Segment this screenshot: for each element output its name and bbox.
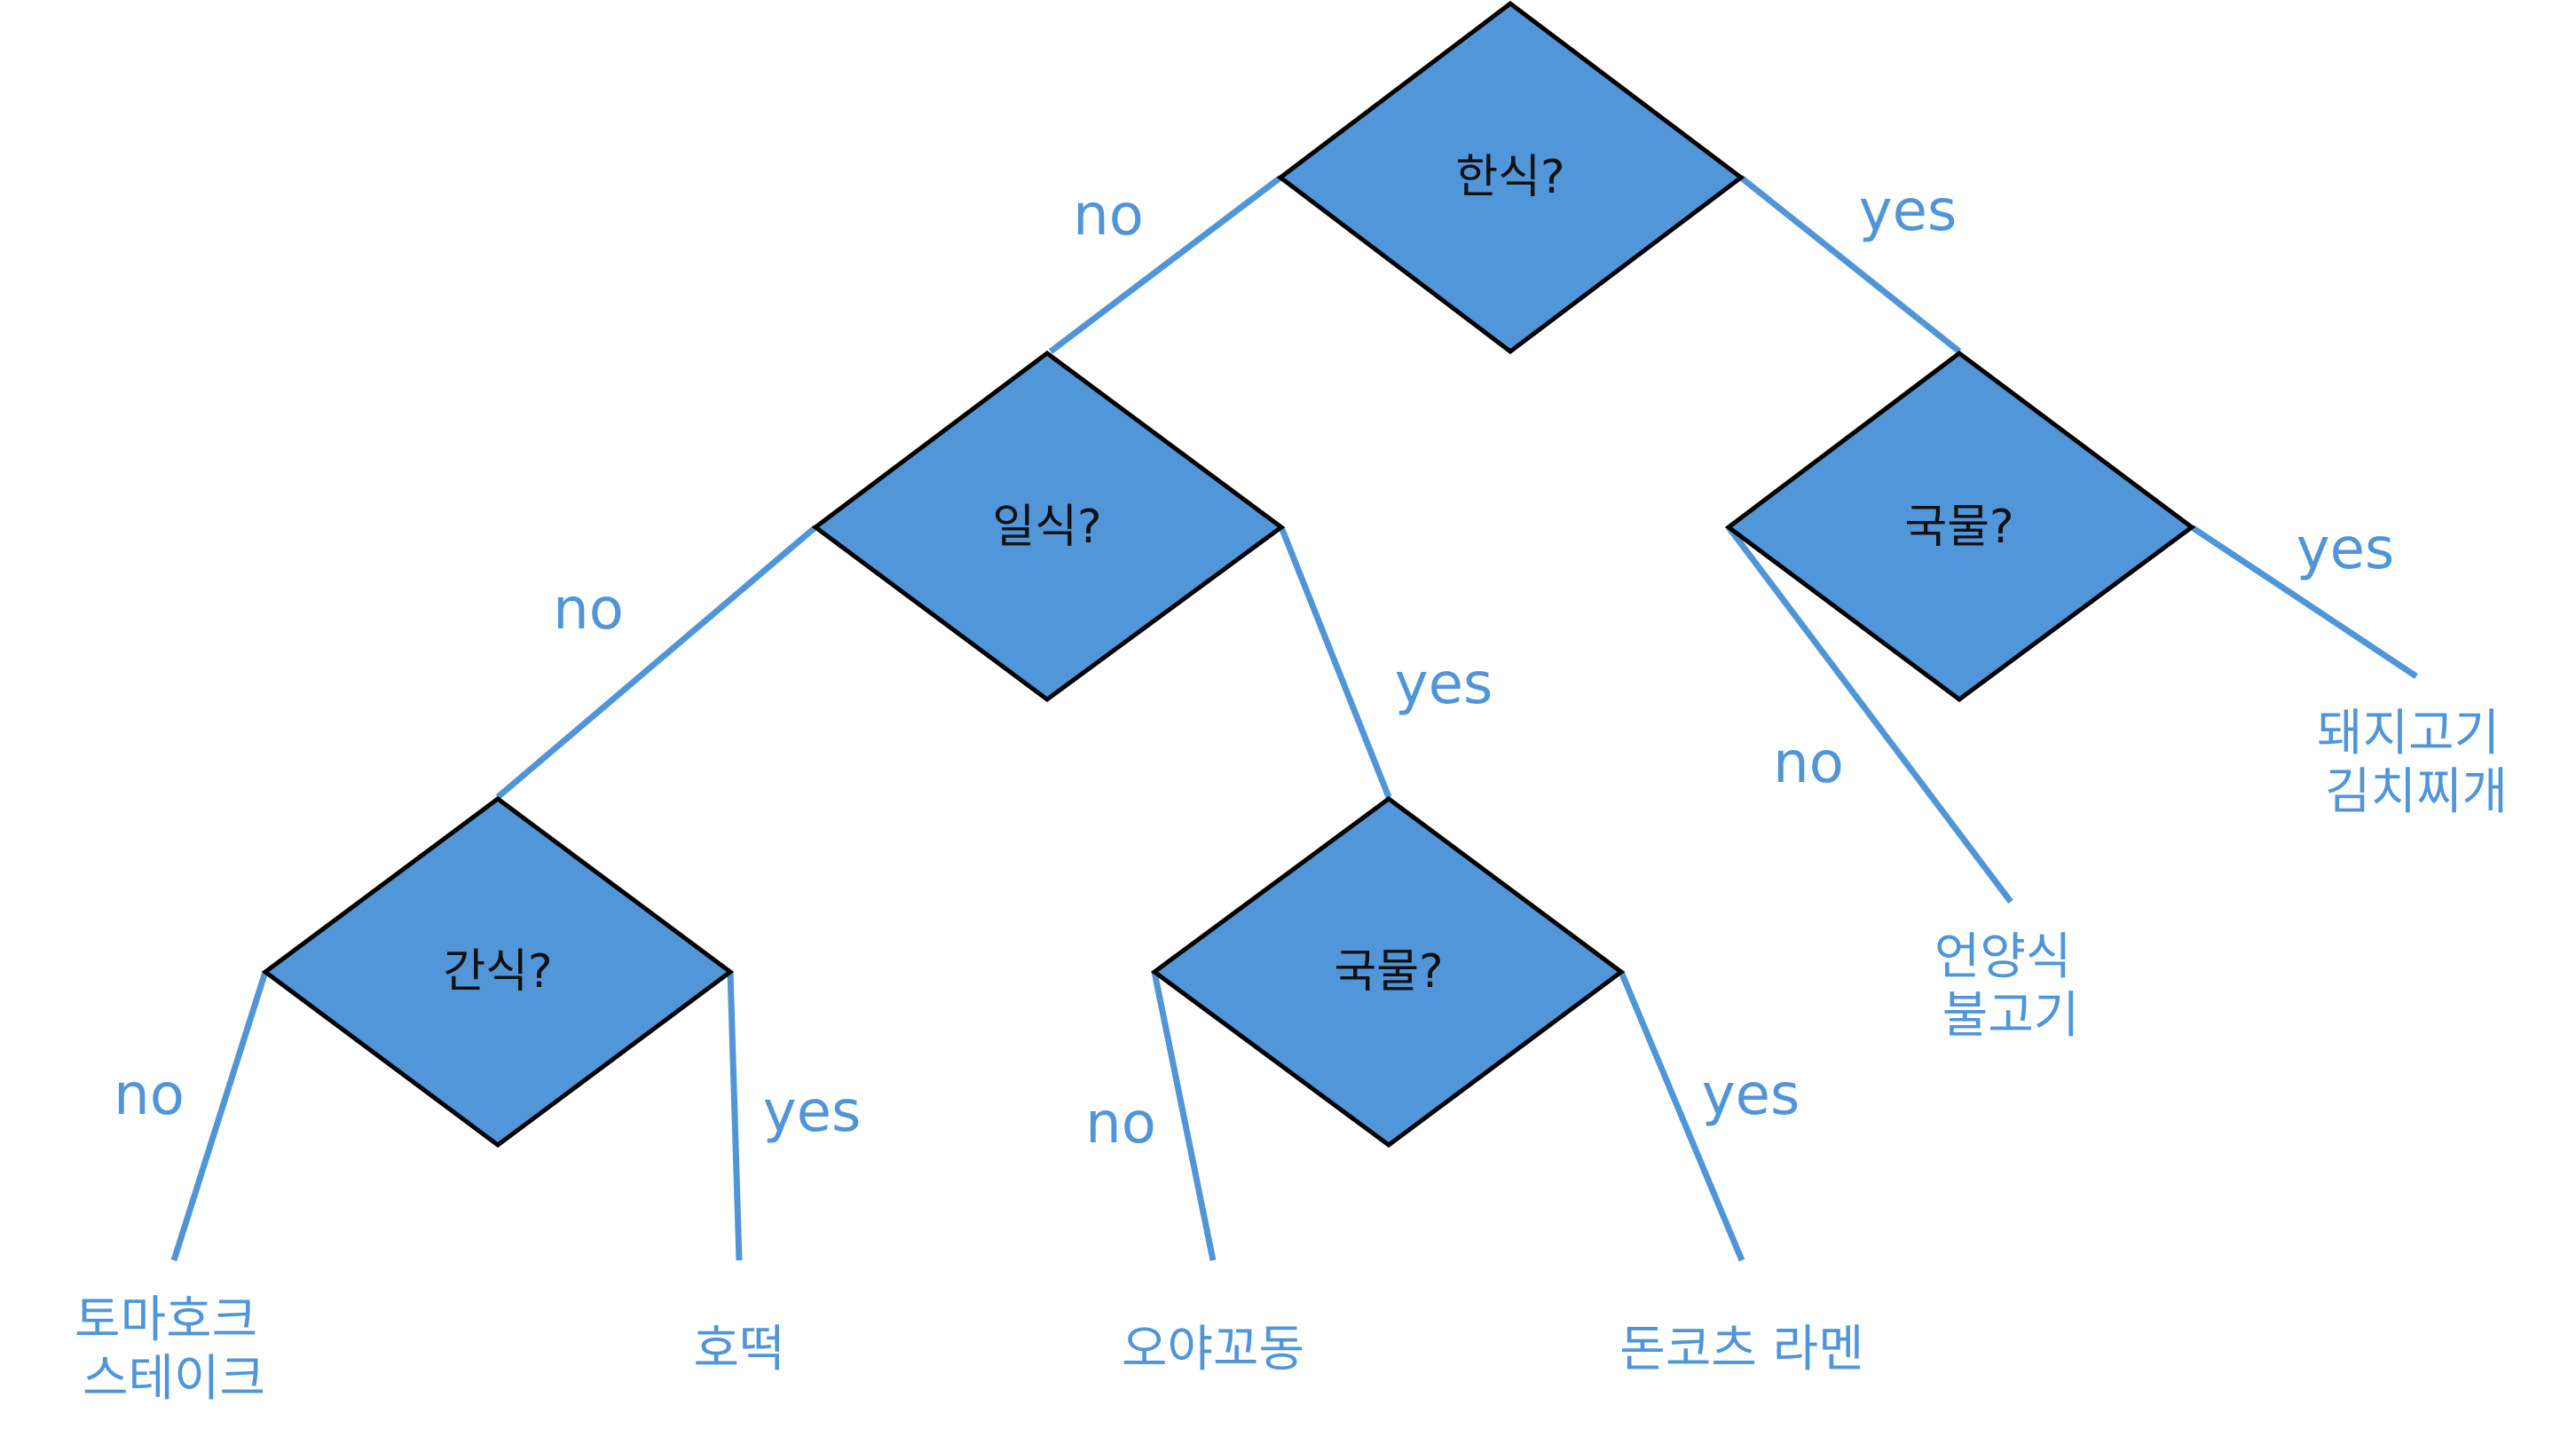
node-label-soup: 국물? bbox=[1904, 501, 2013, 554]
node-label-soup: 국물? bbox=[1334, 945, 1443, 999]
diamond-shape bbox=[1724, 350, 2196, 703]
diamond-shape bbox=[811, 350, 1286, 703]
edges bbox=[170, 175, 2418, 1262]
diamond-shape bbox=[1150, 795, 1626, 1149]
edge-label-soup-korean-yes: yes bbox=[2296, 517, 2395, 582]
leaf-line: 스테이크 bbox=[83, 1350, 265, 1408]
node-label-japanese-food: 일식? bbox=[992, 501, 1101, 554]
leaf-line: 돼지고기 bbox=[2317, 705, 2500, 762]
edge-japanese-yes bbox=[1278, 525, 1392, 799]
edge-label-root-yes: yes bbox=[1859, 178, 1958, 244]
edge-soup-japanese-yes bbox=[1618, 970, 1745, 1262]
leaf-line: 오야꼬동 bbox=[1122, 1321, 1304, 1378]
edge-soup-japanese-no bbox=[1151, 971, 1217, 1261]
edge-label-soup-japanese-no: no bbox=[1085, 1091, 1156, 1157]
leaf-tomahawk-steak: 토마호크 스테이크 bbox=[75, 1291, 273, 1408]
leaf-outcomes: 토마호크 스테이크 호떡 오야꼬동 돈코츠 라멘 언양식 불고기 돼지고기 김치… bbox=[75, 705, 2516, 1408]
edge-root-no bbox=[1048, 175, 1283, 354]
leaf-tonkotsu-ramen: 돈코츠 라멘 bbox=[1619, 1321, 1863, 1378]
edge-root-yes bbox=[1738, 175, 1962, 354]
leaf-oyakodon: 오야꼬동 bbox=[1122, 1321, 1304, 1378]
edge-labels: no yes no yes no yes no yes no yes bbox=[114, 178, 2394, 1157]
edge-soup-korean-no bbox=[1726, 525, 2013, 904]
edge-label-japanese-no: no bbox=[553, 577, 624, 643]
edge-label-snack-yes: yes bbox=[763, 1079, 862, 1145]
leaf-line: 언양식 bbox=[1934, 928, 2072, 986]
diamond-shape bbox=[261, 795, 735, 1149]
decision-node-root: 한식? bbox=[1276, 0, 1745, 355]
edge-snack-yes bbox=[727, 971, 743, 1261]
edge-label-root-no: no bbox=[1073, 183, 1144, 249]
node-label-korean-food: 한식? bbox=[1455, 151, 1564, 204]
leaf-line: 토마호크 bbox=[75, 1291, 257, 1349]
decision-node-soup-japanese: 국물? bbox=[1150, 795, 1626, 1149]
edge-snack-no bbox=[170, 970, 269, 1262]
edge-label-snack-no: no bbox=[114, 1062, 185, 1128]
leaf-line: 김치찌개 bbox=[2325, 763, 2508, 821]
leaf-pork-kimchi-stew: 돼지고기 김치찌개 bbox=[2317, 705, 2516, 821]
leaf-line: 돈코츠 라멘 bbox=[1619, 1321, 1863, 1378]
leaf-hotteok: 호떡 bbox=[693, 1321, 784, 1378]
edge-label-soup-japanese-yes: yes bbox=[1702, 1062, 1800, 1128]
edge-japanese-no bbox=[495, 525, 818, 800]
decision-node-japanese: 일식? bbox=[811, 350, 1286, 703]
leaf-line: 호떡 bbox=[693, 1321, 784, 1378]
leaf-eonyang-bulgogi: 언양식 불고기 bbox=[1934, 928, 2087, 1045]
decision-node-soup-korean: 국물? bbox=[1724, 350, 2196, 703]
edge-soup-korean-yes bbox=[2190, 525, 2418, 679]
edge-label-japanese-yes: yes bbox=[1395, 651, 1493, 717]
diamond-shape bbox=[1276, 0, 1745, 355]
edge-label-soup-korean-no: no bbox=[1773, 730, 1844, 796]
decision-node-snack: 간식? bbox=[261, 795, 735, 1149]
node-label-snack: 간식? bbox=[443, 945, 552, 999]
leaf-line: 불고기 bbox=[1942, 987, 2080, 1045]
